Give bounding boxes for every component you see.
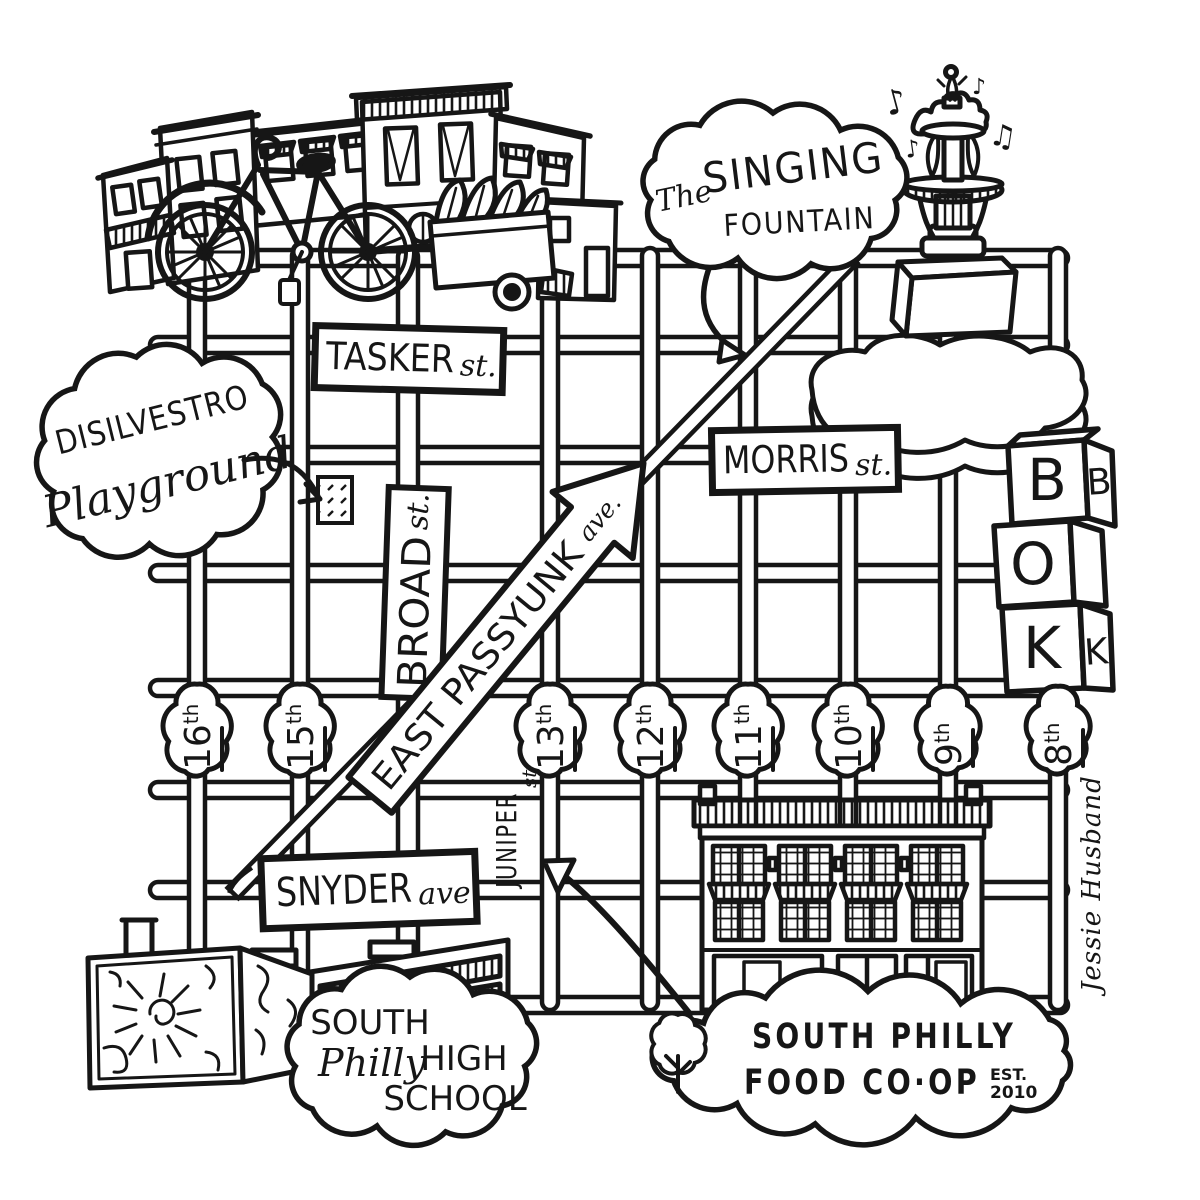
- high-school-label-line1: SOUTH: [310, 1003, 430, 1043]
- food-coop-est-year: 2010: [990, 1083, 1037, 1103]
- broad-street-name: BROAD: [390, 535, 441, 689]
- street-row4: [147, 562, 1071, 584]
- snyder-street-name: SNYDER: [275, 866, 413, 917]
- food-coop-est-label: EST.: [990, 1065, 1027, 1084]
- music-note-icon: ♪: [880, 80, 911, 124]
- street-bubble-13th: 13th: [513, 681, 587, 779]
- street-bubble-16th: 16th: [160, 681, 234, 779]
- svg-text:8th: 8th: [1039, 723, 1080, 766]
- playground-label-cloud: DISILVESTRO Playground: [33, 341, 323, 560]
- snyder-street-type: ave.: [418, 875, 481, 912]
- street-bubble-11th: 11th: [711, 681, 785, 779]
- tasker-street-name: TASKER: [325, 334, 455, 381]
- broad-street-sign: BROAD st.: [378, 483, 452, 703]
- juniper-street-label: JUNIPER st.: [490, 763, 541, 889]
- svg-text:Jessie Husband: Jessie Husband: [1077, 775, 1107, 997]
- high-school-label-cloud: SOUTH Philly HIGH SCHOOL: [284, 963, 540, 1149]
- svg-text:13th: 13th: [531, 704, 572, 770]
- playground-arrow: [241, 455, 321, 499]
- bicycle-front-wheel: [155, 202, 255, 302]
- artist-signature: Jessie Husband: [1077, 775, 1107, 997]
- high-school-label-high: HIGH: [420, 1039, 508, 1079]
- street-12th: [639, 245, 661, 1013]
- street-bubble-9th: 9th: [913, 683, 983, 777]
- diagonal-end-flourish: [227, 866, 254, 894]
- tasker-street-type: st.: [459, 348, 497, 384]
- produce-cart-illustration: [365, 175, 557, 312]
- numbered-street-bubbles: 16th 15th 13th 12th: [160, 681, 1093, 779]
- svg-text:12th: 12th: [631, 704, 672, 770]
- music-notes: ♪ ♪ ♫ ♪: [880, 75, 1019, 164]
- street-bubble-15th: 15th: [263, 681, 337, 779]
- morris-street-type: st.: [855, 447, 893, 483]
- fountain-label-line2: FOUNTAIN: [723, 201, 877, 244]
- street-bubble-10th: 10th: [811, 681, 885, 779]
- sun-mural: [102, 964, 297, 1074]
- fountain-arrowhead: [716, 337, 748, 365]
- juniper-street-name: JUNIPER: [490, 792, 523, 890]
- music-note-icon: ♪: [972, 75, 986, 100]
- svg-text:11th: 11th: [729, 704, 770, 770]
- street-row6: [147, 779, 1071, 801]
- bok-side-letter-b: B: [1085, 461, 1113, 504]
- snyder-street-sign: SNYDER ave.: [257, 847, 481, 933]
- morris-street-sign: MORRIS st.: [707, 423, 903, 497]
- singing-fountain-label-cloud: The SINGING FOUNTAIN: [640, 98, 910, 365]
- street-bubble-12th: 12th: [613, 681, 687, 779]
- tasker-street-sign: TASKER st.: [310, 321, 508, 397]
- playground-arrowhead: [297, 481, 323, 505]
- coop-windows: [706, 843, 970, 943]
- food-coop-label-cloud: SOUTH PHILLY FOOD CO·OP EST. 2010: [541, 857, 1074, 1148]
- svg-text:16th: 16th: [178, 704, 219, 770]
- music-note-icon: ♪: [903, 134, 922, 164]
- bok-side-letter-k: K: [1083, 631, 1111, 674]
- street-bubble-8th: 8th: [1023, 683, 1093, 777]
- music-note-beamed-icon: ♫: [987, 117, 1019, 156]
- food-coop-arrow: [559, 871, 693, 1017]
- bok-letter-o: O: [1010, 530, 1056, 598]
- tree-icon: [649, 1011, 708, 1094]
- bok-letter-b: B: [1027, 446, 1067, 514]
- svg-text:9th: 9th: [929, 723, 970, 766]
- food-coop-label-line1: SOUTH PHILLY: [752, 1017, 1016, 1057]
- morris-street-name: MORRIS: [723, 436, 850, 482]
- svg-text:10th: 10th: [829, 704, 870, 770]
- high-school-label-philly: Philly: [317, 1041, 427, 1085]
- broad-street-type: st.: [400, 492, 436, 530]
- bok-building-blocks: B B O K K: [991, 426, 1118, 695]
- svg-text:15th: 15th: [281, 704, 322, 770]
- food-coop-arrowhead: [541, 857, 577, 895]
- playground-site: [316, 475, 354, 525]
- high-school-label-school: SCHOOL: [383, 1079, 526, 1119]
- food-coop-label-line2: FOOD CO·OP: [744, 1063, 980, 1103]
- bok-letter-k: K: [1023, 614, 1063, 682]
